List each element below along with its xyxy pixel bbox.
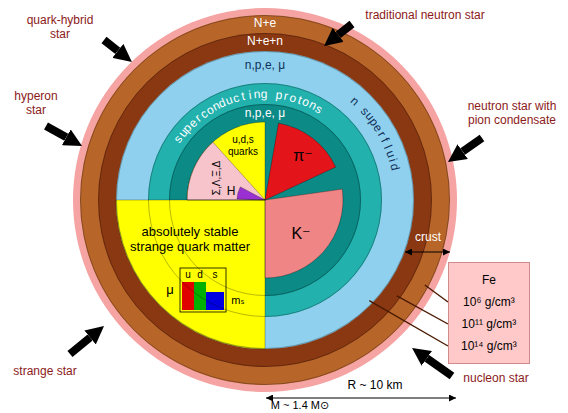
- leader-line: [425, 285, 448, 302]
- pointer-arrow: [46, 126, 66, 137]
- density-label: 10¹¹ g/cm³: [461, 313, 517, 335]
- region-label: N+e: [254, 17, 276, 31]
- pointer-arrow: [463, 138, 482, 152]
- radius-dimension: [266, 397, 456, 398]
- dimension-label: M ~ 1.4 M⊙: [271, 399, 329, 412]
- band-outline: [99, 34, 432, 367]
- pointer-arrow: [338, 24, 352, 35]
- sector-outline: [237, 187, 265, 200]
- region-label: u,d,s quarks: [226, 134, 260, 157]
- density-label: 10¹⁴ g/cm³: [461, 335, 517, 357]
- h-dibaryon-fill: [237, 187, 265, 200]
- d-bar: [194, 282, 206, 310]
- star-type-label: nucleon star: [463, 372, 528, 386]
- bar-frame: [180, 268, 226, 312]
- region-label: absolutely stable strange quark matter: [130, 225, 250, 255]
- region-label: π⁻: [293, 147, 312, 165]
- quark-bars: [180, 268, 226, 312]
- region-label: n,p,e, μ: [245, 107, 285, 121]
- region-label: n,p,e, μ: [245, 59, 285, 73]
- u-bar: [182, 282, 194, 310]
- band-outline: [81, 16, 450, 385]
- band-outline: [117, 52, 414, 349]
- particle-symbol: μ: [166, 283, 174, 298]
- star-type-label: hyperon star: [7, 90, 65, 118]
- particle-symbol: d: [197, 269, 203, 281]
- region-label: N+e+n: [247, 35, 283, 49]
- region-label: H: [227, 185, 236, 199]
- sector-outline: [187, 142, 265, 200]
- region-outline: [116, 51, 414, 349]
- sector-outline: [187, 122, 265, 200]
- pion-fill: [265, 123, 336, 200]
- sector-outline: [265, 123, 336, 200]
- sector-outline: [116, 200, 265, 349]
- outer-crust-fill: [80, 15, 450, 385]
- mass-symbol: mₛ: [231, 294, 244, 307]
- inner-crust-fill: [98, 33, 432, 367]
- sector-outline: [265, 189, 343, 278]
- region-label: K⁻: [291, 225, 310, 243]
- leader-line: [369, 301, 448, 346]
- star-type-label: neutron star with pion condensate: [460, 100, 564, 128]
- s-bar: [206, 292, 224, 310]
- kaon-fill: [265, 189, 343, 278]
- inner-crust-band: N+e+nn,p,e, μn superfluidsuperconducting…: [98, 33, 432, 367]
- star-type-label: traditional neutron star: [365, 9, 484, 23]
- quark-fill: [187, 122, 265, 200]
- density-label: Fe: [461, 269, 517, 291]
- dimension-label: R ~ 10 km: [347, 379, 402, 393]
- crust-dimension: [405, 251, 450, 252]
- density-box: Fe10⁶ g/cm³10¹¹ g/cm³10¹⁴ g/cm³: [448, 262, 530, 364]
- superfluid-fill: [116, 51, 414, 349]
- pointer-arrow: [70, 338, 90, 355]
- strange-matter-fill: [116, 200, 265, 349]
- outer-crust-band: N+eN+e+nn,p,e, μn superfluidsuperconduct…: [80, 15, 450, 385]
- strange-matter-quadrant: absolutely stable strange quark matter: [116, 51, 414, 349]
- star-type-label: quark-hybrid star: [20, 14, 100, 42]
- leader-line: [397, 296, 448, 324]
- surface-ring: [73, 8, 457, 392]
- star-type-label: strange star: [13, 365, 76, 379]
- particle-symbol: u: [185, 269, 191, 281]
- region-label: Σ,Λ,Ξ,Δ: [211, 161, 223, 195]
- star-type-arrows: [46, 24, 482, 376]
- crust-label: crust: [415, 231, 441, 245]
- density-label: 10⁶ g/cm³: [461, 291, 517, 313]
- particle-symbol: s: [213, 269, 218, 281]
- pointer-arrow: [104, 40, 118, 51]
